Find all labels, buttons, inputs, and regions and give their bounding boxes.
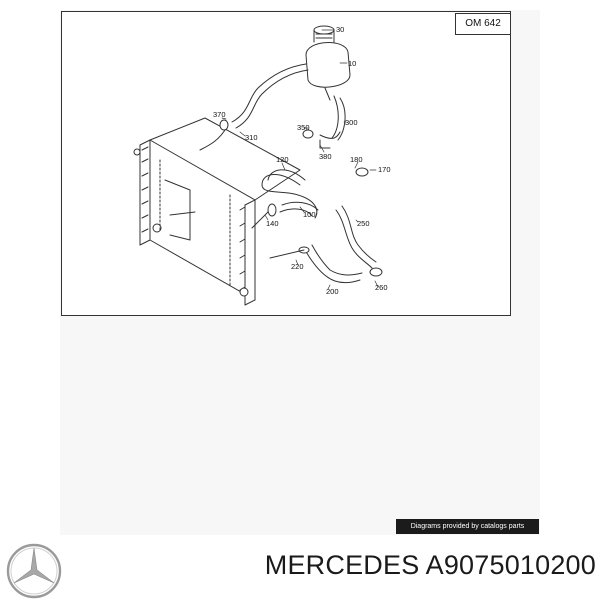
callout-label: 170 [378, 165, 391, 174]
callout-label: 220 [291, 262, 304, 271]
callout-label: 30 [336, 25, 345, 34]
callout-label: 310 [245, 133, 258, 142]
mercedes-star-icon [6, 543, 62, 599]
callout-label: 370 [213, 110, 226, 119]
callout-label: 250 [357, 219, 370, 228]
callout-label: 180 [350, 155, 363, 164]
callout-label: 350 [297, 123, 310, 132]
callout-label: 10 [348, 59, 357, 68]
radiator [133, 117, 301, 306]
callout-label: 100 [303, 210, 316, 219]
leader-lines [221, 29, 379, 290]
callout-label: 200 [326, 287, 339, 296]
callout-label: 140 [266, 219, 279, 228]
part-title: MERCEDES A9075010200 [264, 550, 596, 580]
engine-code-label: OM 642 [455, 13, 511, 35]
diagram-frame [61, 11, 511, 316]
callout-label: 260 [375, 283, 388, 292]
expansion-tank [305, 25, 351, 101]
coolant-hoses [199, 63, 383, 284]
catalog-credit-banner: Diagrams provided by catalogs parts [396, 519, 539, 534]
callout-label: 120 [276, 155, 289, 164]
callout-label: 380 [319, 152, 332, 161]
callout-label: 300 [345, 118, 358, 127]
